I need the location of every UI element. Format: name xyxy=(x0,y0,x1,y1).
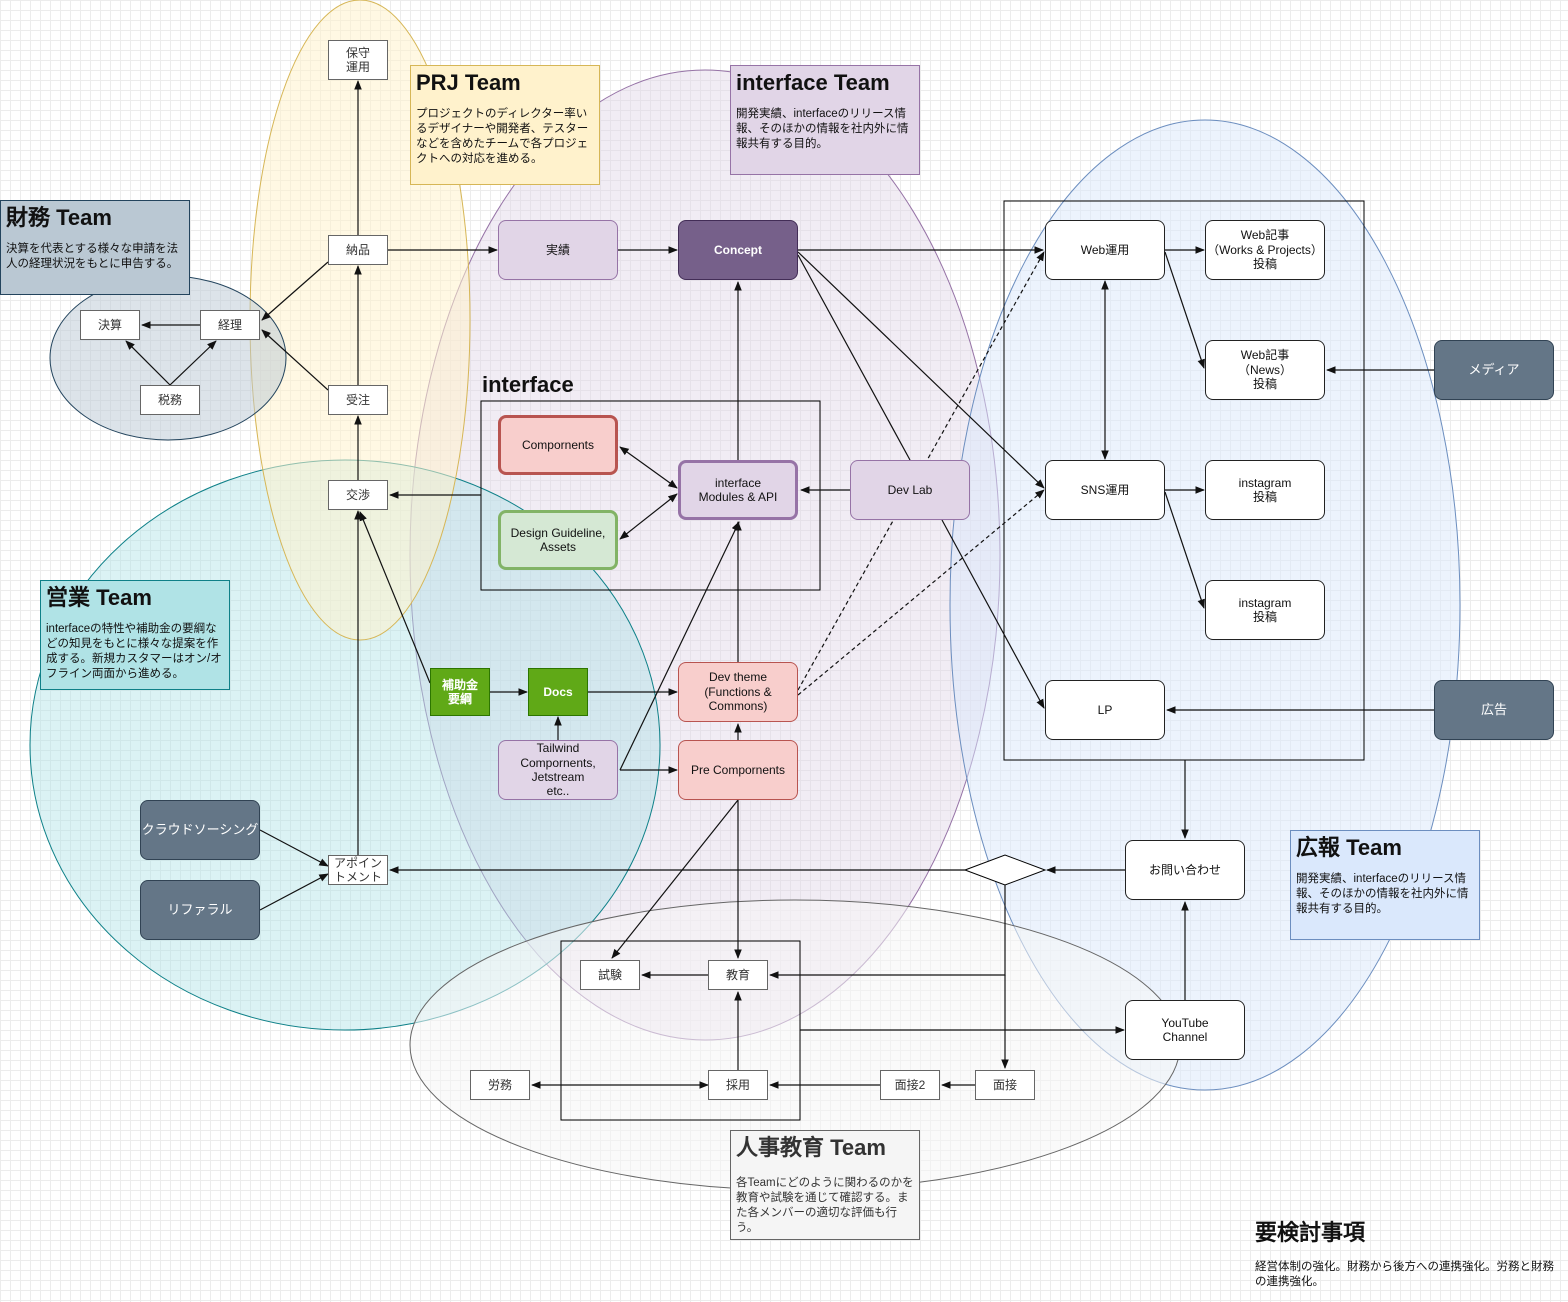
edge-juchu-keiri xyxy=(261,329,329,391)
edge-devtheme-sns xyxy=(797,489,1045,696)
interface-team-card: interface Team 開発実績、interfaceのリリース情報、そのほ… xyxy=(730,65,920,175)
prj-team-desc: プロジェクトのディレクター率いるデザイナーや開発者、テスターなどを含めたチームで… xyxy=(416,108,589,166)
node-webnews[interactable]: Web記事 （News） 投稿 xyxy=(1205,340,1325,400)
node-kessan[interactable]: 決算 xyxy=(80,310,140,340)
node-webworks[interactable]: Web記事 （Works & Projects） 投稿 xyxy=(1205,220,1325,280)
node-modules-api[interactable]: interface Modules & API xyxy=(678,460,798,520)
node-ad[interactable]: 広告 xyxy=(1434,680,1554,740)
interface-team-title: interface Team xyxy=(736,70,890,95)
jinji-team-card: 人事教育 Team 各Teamにどのように関わるのかを教育や試験を通じて確認する… xyxy=(730,1130,920,1240)
node-devlab[interactable]: Dev Lab xyxy=(850,460,970,520)
interface-group-title: interface xyxy=(482,372,574,397)
node-kosho[interactable]: 交渉 xyxy=(328,480,388,510)
interface-team-desc: 開発実績、interfaceのリリース情報、そのほかの情報を社内外に情報共有する… xyxy=(736,108,909,151)
node-toiawase[interactable]: お問い合わせ xyxy=(1125,840,1245,900)
eigyo-team-title: 営業 Team xyxy=(46,585,152,610)
jinji-team-desc: 各Teamにどのように関わるのかを教育や試験を通じて確認する。また各メンバーの適… xyxy=(736,1177,914,1235)
zaimu-team-title: 財務 Team xyxy=(6,205,112,230)
node-jisseki[interactable]: 実績 xyxy=(498,220,618,280)
connectors xyxy=(125,80,1434,1089)
node-hoshu[interactable]: 保守 運用 xyxy=(328,40,388,80)
node-components[interactable]: Compornents xyxy=(498,415,618,475)
edge-nohin-keiri xyxy=(261,261,329,321)
node-crowdsourcing[interactable]: クラウドソーシング xyxy=(140,800,260,860)
edge-zeimu-keiri xyxy=(169,340,217,386)
koho-team-card: 広報 Team 開発実績、interfaceのリリース情報、そのほかの情報を社内… xyxy=(1290,830,1480,940)
node-saiyo[interactable]: 採用 xyxy=(708,1070,768,1100)
edge-webunyo-webnews xyxy=(1164,251,1205,369)
node-design-guideline[interactable]: Design Guideline, Assets xyxy=(498,510,618,570)
eigyo-team-desc: interfaceの特性や補助金の要綱などの知見をもとに様々な提案を作成する。新… xyxy=(46,623,222,681)
node-youtube[interactable]: YouTube Channel xyxy=(1125,1000,1245,1060)
edge-concept-lp xyxy=(797,254,911,461)
zaimu-team-card: 財務 Team 決算を代表とする様々な申請を法人の経理状況をもとに申告する。 xyxy=(0,200,190,295)
node-webunyo[interactable]: Web運用 xyxy=(1045,220,1165,280)
node-docs[interactable]: Docs xyxy=(528,668,588,716)
node-nohin[interactable]: 納品 xyxy=(328,235,388,265)
edge-zeimu-kessan xyxy=(125,340,171,386)
node-romu[interactable]: 労務 xyxy=(470,1070,530,1100)
node-tailwind[interactable]: Tailwind Compornents, Jetstream etc.. xyxy=(498,740,618,800)
node-mensetsu[interactable]: 面接 xyxy=(975,1070,1035,1100)
edge-devlab-lp xyxy=(941,519,1045,709)
eigyo-team-card: 営業 Team interfaceの特性や補助金の要綱などの知見をもとに様々な提… xyxy=(40,580,230,690)
node-shiken[interactable]: 試験 xyxy=(580,960,640,990)
inquiry-decision-diamond xyxy=(963,854,1047,886)
node-juchu[interactable]: 受注 xyxy=(328,385,388,415)
zaimu-team-desc: 決算を代表とする様々な申請を法人の経理状況をもとに申告する。 xyxy=(6,243,179,271)
prj-team-card: PRJ Team プロジェクトのディレクター率いるデザイナーや開発者、テスターな… xyxy=(410,65,600,185)
node-referral[interactable]: リファラル xyxy=(140,880,260,940)
zaimu-team-ellipse xyxy=(49,275,287,441)
node-instagram-1[interactable]: instagram 投稿 xyxy=(1205,460,1325,520)
node-keiri[interactable]: 経理 xyxy=(200,310,260,340)
node-concept[interactable]: Concept xyxy=(678,220,798,280)
jinji-team-title: 人事教育 Team xyxy=(736,1135,886,1160)
node-media[interactable]: メディア xyxy=(1434,340,1554,400)
edge-referral-appoint xyxy=(259,873,329,911)
todo-title: 要検討事項 xyxy=(1255,1220,1366,1245)
node-zeimu[interactable]: 税務 xyxy=(140,385,200,415)
edge-components-modules xyxy=(619,446,678,489)
prj-team-title: PRJ Team xyxy=(416,70,521,95)
edge-sns-insta2 xyxy=(1164,491,1205,609)
todo-body: 経営体制の強化。財務から後方への連携強化。労務と財務の連携強化。 xyxy=(1255,1261,1554,1288)
node-hojokin[interactable]: 補助金 要綱 xyxy=(430,668,490,716)
edge-hojokin-kosho xyxy=(359,511,431,684)
node-instagram-2[interactable]: instagram 投稿 xyxy=(1205,580,1325,640)
koho-team-desc: 開発実績、interfaceのリリース情報、そのほかの情報を社内外に情報共有する… xyxy=(1296,873,1469,916)
node-kyoiku[interactable]: 教育 xyxy=(708,960,768,990)
koho-team-title: 広報 Team xyxy=(1296,835,1402,860)
node-lp[interactable]: LP xyxy=(1045,680,1165,740)
node-appoint[interactable]: アポイン トメント xyxy=(328,855,388,885)
node-precomp[interactable]: Pre Compornents xyxy=(678,740,798,800)
koho-group-frame xyxy=(1003,200,1365,761)
edge-precomp-shiken xyxy=(611,799,739,959)
edge-concept-sns xyxy=(797,251,1045,489)
node-snsunyo[interactable]: SNS運用 xyxy=(1045,460,1165,520)
edge-tailwind-modules xyxy=(619,521,740,771)
node-mensetsu2[interactable]: 面接2 xyxy=(880,1070,940,1100)
node-devtheme[interactable]: Dev theme (Functions & Commons) xyxy=(678,662,798,722)
edge-crowd-appoint xyxy=(259,829,329,867)
edge-design-modules xyxy=(619,493,678,540)
